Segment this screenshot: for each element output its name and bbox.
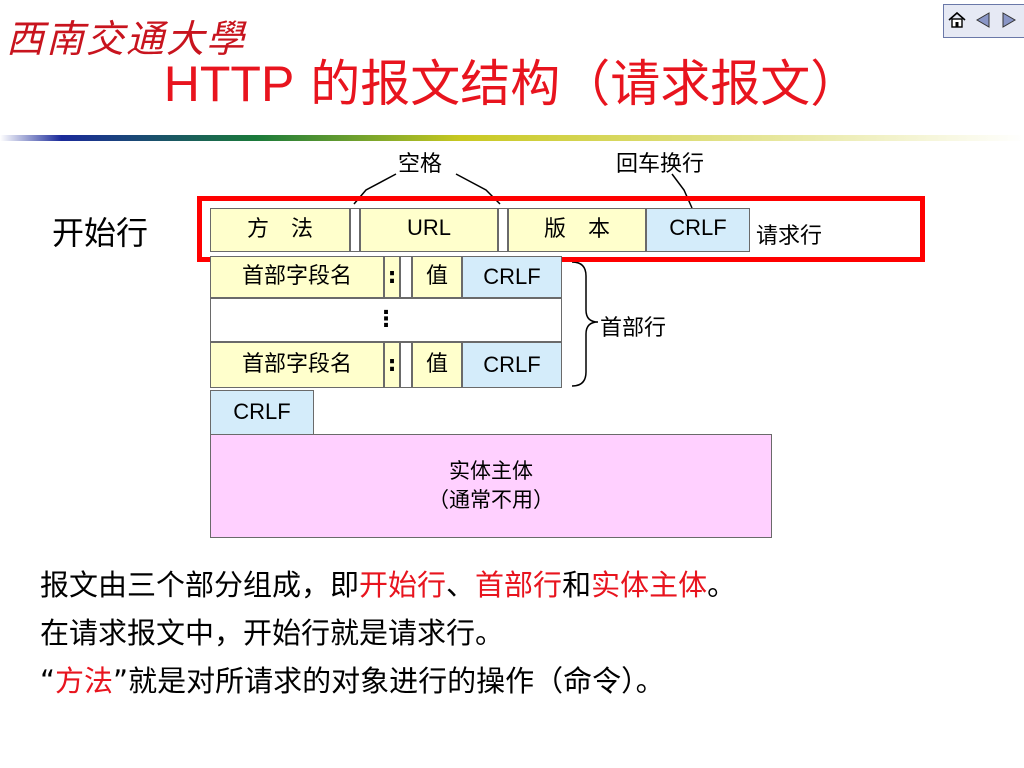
- text-segment: 和: [562, 568, 592, 602]
- header-field-name-cell: 首部字段名: [210, 342, 384, 388]
- start-line-highlight: [197, 196, 925, 262]
- text-segment: 。: [707, 568, 737, 602]
- space-label: 空格: [398, 152, 443, 177]
- title-http: HTTP: [163, 56, 295, 112]
- space-cell: [400, 256, 412, 298]
- header-lines-label: 首部行: [600, 316, 667, 341]
- triangle-left-icon[interactable]: [970, 5, 996, 35]
- summary-line-2: 在请求报文中，开始行就是请求行。: [40, 616, 505, 650]
- space-cell: [498, 208, 508, 252]
- title-divider: [0, 135, 1024, 141]
- entity-body-box: 实体主体 （通常不用）: [210, 434, 772, 538]
- text-segment: 、: [446, 568, 476, 602]
- start-line-label: 开始行: [52, 214, 149, 252]
- summary-line-3: “方法”就是对所请求的对象进行的操作（命令）。: [40, 658, 665, 700]
- header-field-name-cell: 首部字段名: [210, 256, 384, 298]
- text-segment: 报文由三个部分组成，即: [40, 568, 360, 602]
- text-segment: 就是对所请求的对象进行的操作（命令）。: [128, 664, 665, 698]
- header-value-cell: 值: [412, 256, 462, 298]
- vertical-ellipsis: ⋮: [375, 307, 397, 332]
- quote-open: “: [40, 664, 56, 698]
- header-ellipsis-row: ⋮: [210, 298, 562, 342]
- home-icon[interactable]: [944, 5, 970, 35]
- url-cell: URL: [360, 208, 498, 252]
- header-crlf-cell: CRLF: [462, 256, 562, 298]
- space-cell: [350, 208, 360, 252]
- entity-body-title: 实体主体: [449, 458, 533, 483]
- crlf-annotation-label: 回车换行: [616, 152, 705, 177]
- triangle-right-icon[interactable]: [996, 5, 1022, 35]
- term-entity-body: 实体主体: [591, 568, 708, 602]
- version-cell: 版 本: [508, 208, 646, 252]
- university-logo: 西南交通大學: [6, 17, 247, 61]
- header-crlf-cell: CRLF: [462, 342, 562, 388]
- title-chinese: 的报文结构（请求报文）: [294, 55, 861, 113]
- term-start-line: 开始行: [359, 568, 447, 602]
- slide-navigation: [943, 4, 1024, 38]
- space-cell: [400, 342, 412, 388]
- method-cell: 方 法: [210, 208, 350, 252]
- summary-line-1: 报文由三个部分组成，即开始行、首部行和实体主体。: [40, 562, 736, 604]
- colon-cell: :: [384, 256, 400, 298]
- entity-body-note: （通常不用）: [428, 488, 554, 512]
- page-title: HTTP 的报文结构（请求报文）: [0, 44, 1024, 116]
- term-method: 方法: [55, 664, 114, 698]
- request-line-label: 请求行: [756, 224, 823, 249]
- header-value-cell: 值: [412, 342, 462, 388]
- quote-close: ”: [113, 664, 129, 698]
- blank-line-crlf-cell: CRLF: [210, 390, 314, 436]
- colon-cell: :: [384, 342, 400, 388]
- crlf-cell: CRLF: [646, 208, 750, 252]
- term-header-lines: 首部行: [475, 568, 563, 602]
